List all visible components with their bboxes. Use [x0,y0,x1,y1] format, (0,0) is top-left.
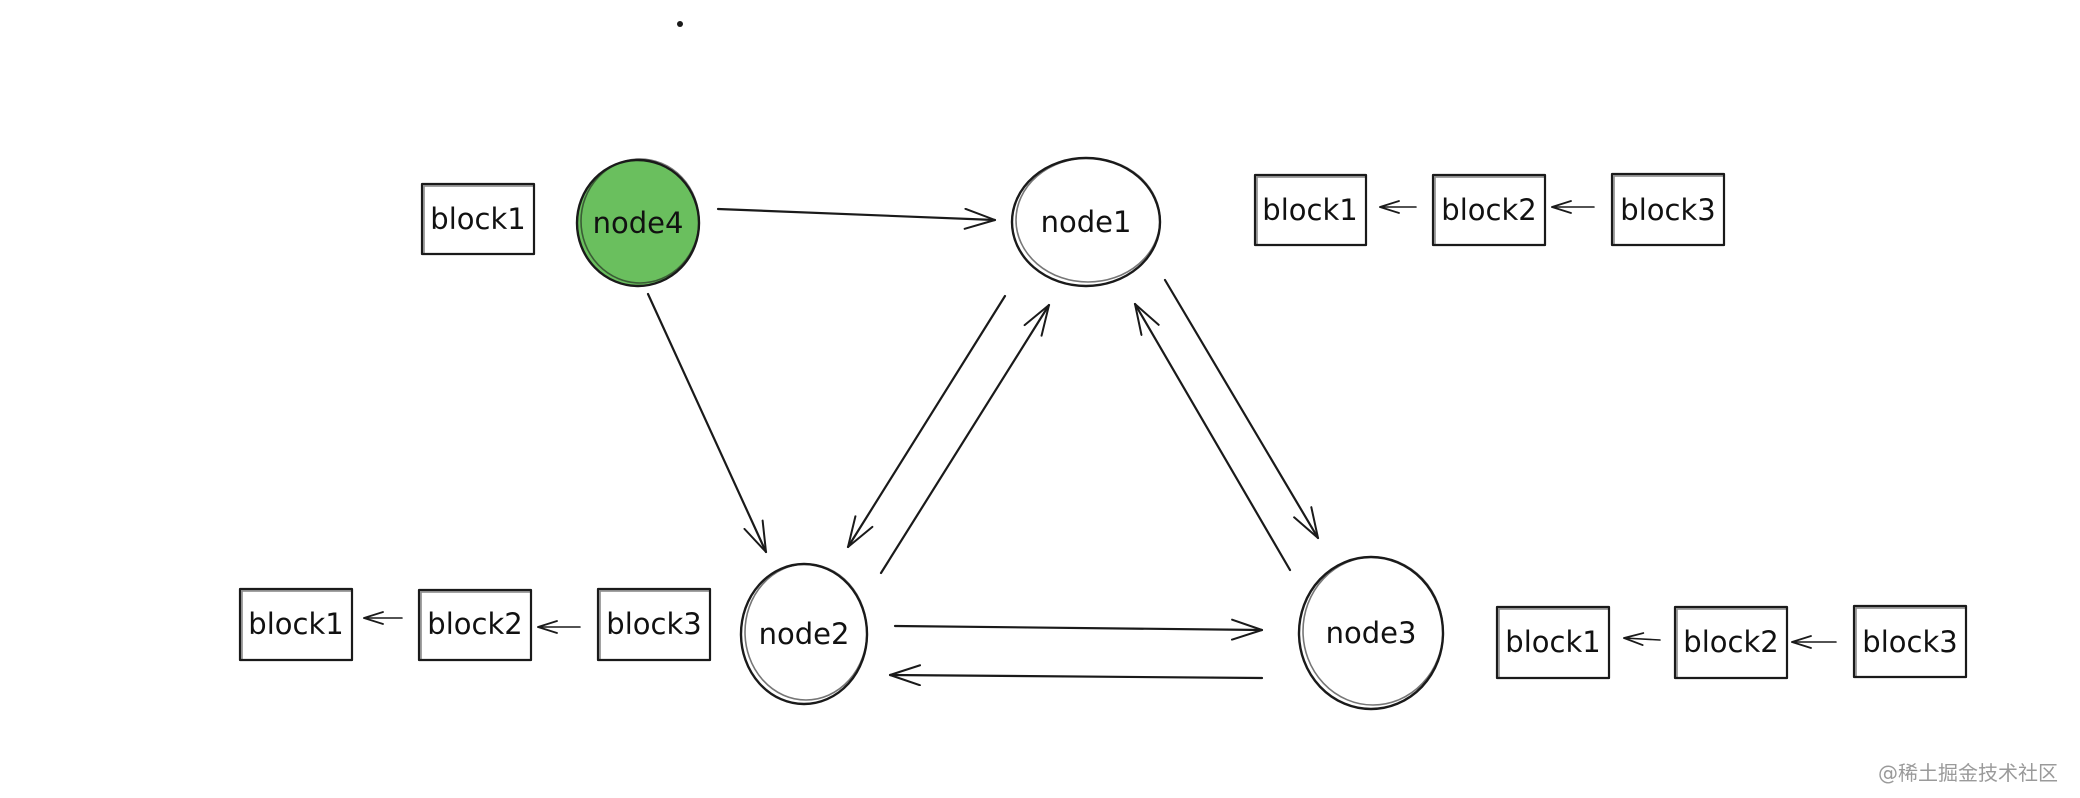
block-label: block3 [1862,625,1957,659]
block-label: block1 [248,607,343,641]
edge-node4-to-node1 [716,207,997,230]
node-node2: node2 [739,562,869,706]
block-label: block2 [427,607,522,641]
edge-node1-to-node3 [1163,278,1320,540]
block-box: block3 [596,587,712,662]
node-node3: node3 [1297,555,1445,711]
watermark: @稀土掘金技术社区 [1878,761,2058,785]
chain-node4: block1 [420,182,536,256]
block-box: block1 [1495,605,1611,680]
chain-node3: block1 block2 block3 [1495,604,1968,680]
edge-node4-to-node2 [646,292,768,554]
block-label: block2 [1683,625,1778,659]
block-box: block3 [1852,604,1968,679]
block-box: block2 [1431,173,1547,247]
block-box: block3 [1610,172,1726,247]
edges [646,207,1320,687]
block-label: block3 [1620,193,1715,227]
block-label: block2 [1441,193,1536,227]
node-label: node2 [759,617,850,651]
chain-node2: block1 block2 block3 [238,587,712,662]
node-label: node4 [593,206,684,240]
stray-dot [677,21,683,27]
block-label: block3 [606,607,701,641]
edge-node3-to-node1 [1133,302,1292,572]
chain-link-arrow [1623,632,1661,646]
edge-node3-to-node2 [888,664,1264,687]
node-node1: node1 [1010,156,1162,288]
edge-node2-to-node1 [879,303,1051,575]
node-label: node3 [1326,616,1417,650]
node-node4: node4 [575,158,701,288]
block-label: block1 [1505,625,1600,659]
edge-node2-to-node3 [893,618,1264,641]
block-label: block1 [1262,193,1357,227]
block-box: block2 [417,588,533,662]
block-box: block1 [1253,173,1368,247]
chain-node1: block1 block2 block3 [1253,172,1726,247]
block-label: block1 [430,202,525,236]
block-box: block1 [420,182,536,256]
node-label: node1 [1041,205,1132,239]
block-box: block2 [1673,605,1789,680]
block-box: block1 [238,587,354,662]
edge-node1-to-node2 [846,294,1007,549]
